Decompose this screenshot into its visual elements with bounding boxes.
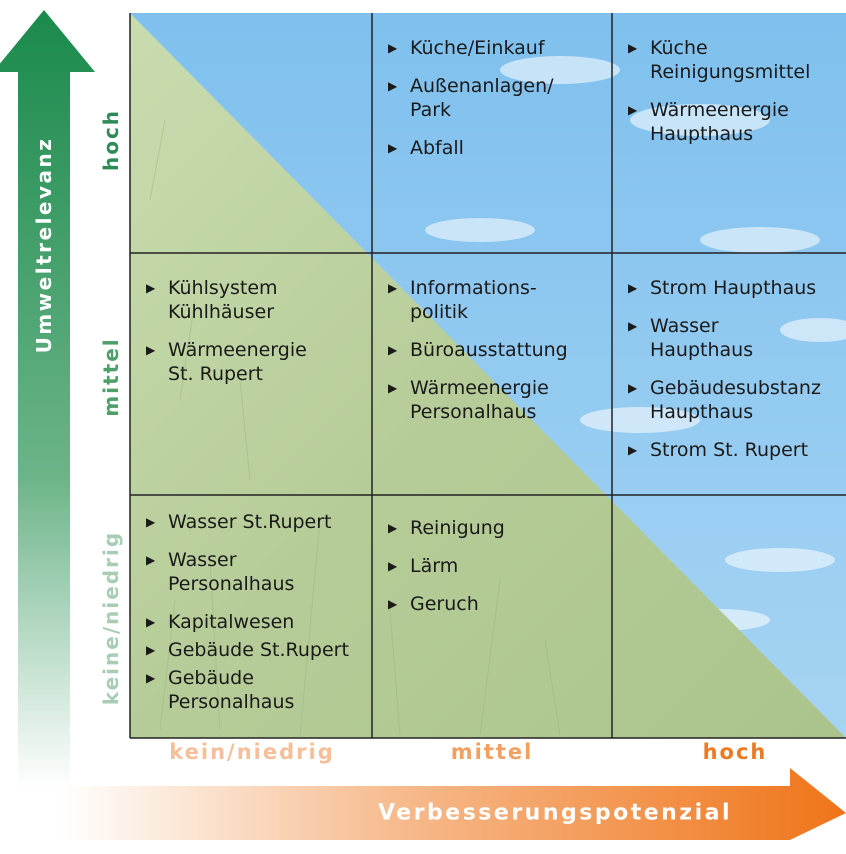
list-item: Geruch xyxy=(388,592,505,616)
vertical-axis-arrow xyxy=(0,10,95,788)
list-item: Lärm xyxy=(388,554,505,578)
y-level-keine-niedrig: keine/niedrig xyxy=(99,530,123,706)
y-axis-title: Umweltrelevanz xyxy=(32,136,56,354)
y-level-mittel: mittel xyxy=(99,337,123,417)
y-level-hoch: hoch xyxy=(99,108,123,172)
cell-kein-mittel: Reinigung Lärm Geruch xyxy=(388,516,505,630)
list-item: Außenanlagen/Park xyxy=(388,74,554,122)
x-level-hoch: hoch xyxy=(702,740,768,764)
cell-hoch-mittel: Küche/Einkauf Außenanlagen/Park Abfall xyxy=(388,36,554,174)
list-item: Reinigung xyxy=(388,516,505,540)
list-item: Wasser St.Rupert xyxy=(146,510,349,534)
grid-lines xyxy=(129,13,846,739)
list-item: Küche/Einkauf xyxy=(388,36,554,60)
list-item: Informations-politik xyxy=(388,276,568,324)
list-item: Kapitalwesen xyxy=(146,610,349,634)
x-level-kein-niedrig: kein/niedrig xyxy=(169,740,335,764)
cell-mittel-mittel: Informations-politik Büroausstattung Wär… xyxy=(388,276,568,438)
list-item: Strom St. Rupert xyxy=(628,438,821,462)
x-level-mittel: mittel xyxy=(450,740,534,764)
list-item: Gebäude St.Rupert xyxy=(146,638,349,662)
list-item: Abfall xyxy=(388,136,554,160)
list-item: Strom Haupthaus xyxy=(628,276,821,300)
x-axis-title: Verbesserungspotenzial xyxy=(377,800,733,826)
horizontal-axis-arrow xyxy=(60,768,846,840)
list-item: Büroausstattung xyxy=(388,338,568,362)
